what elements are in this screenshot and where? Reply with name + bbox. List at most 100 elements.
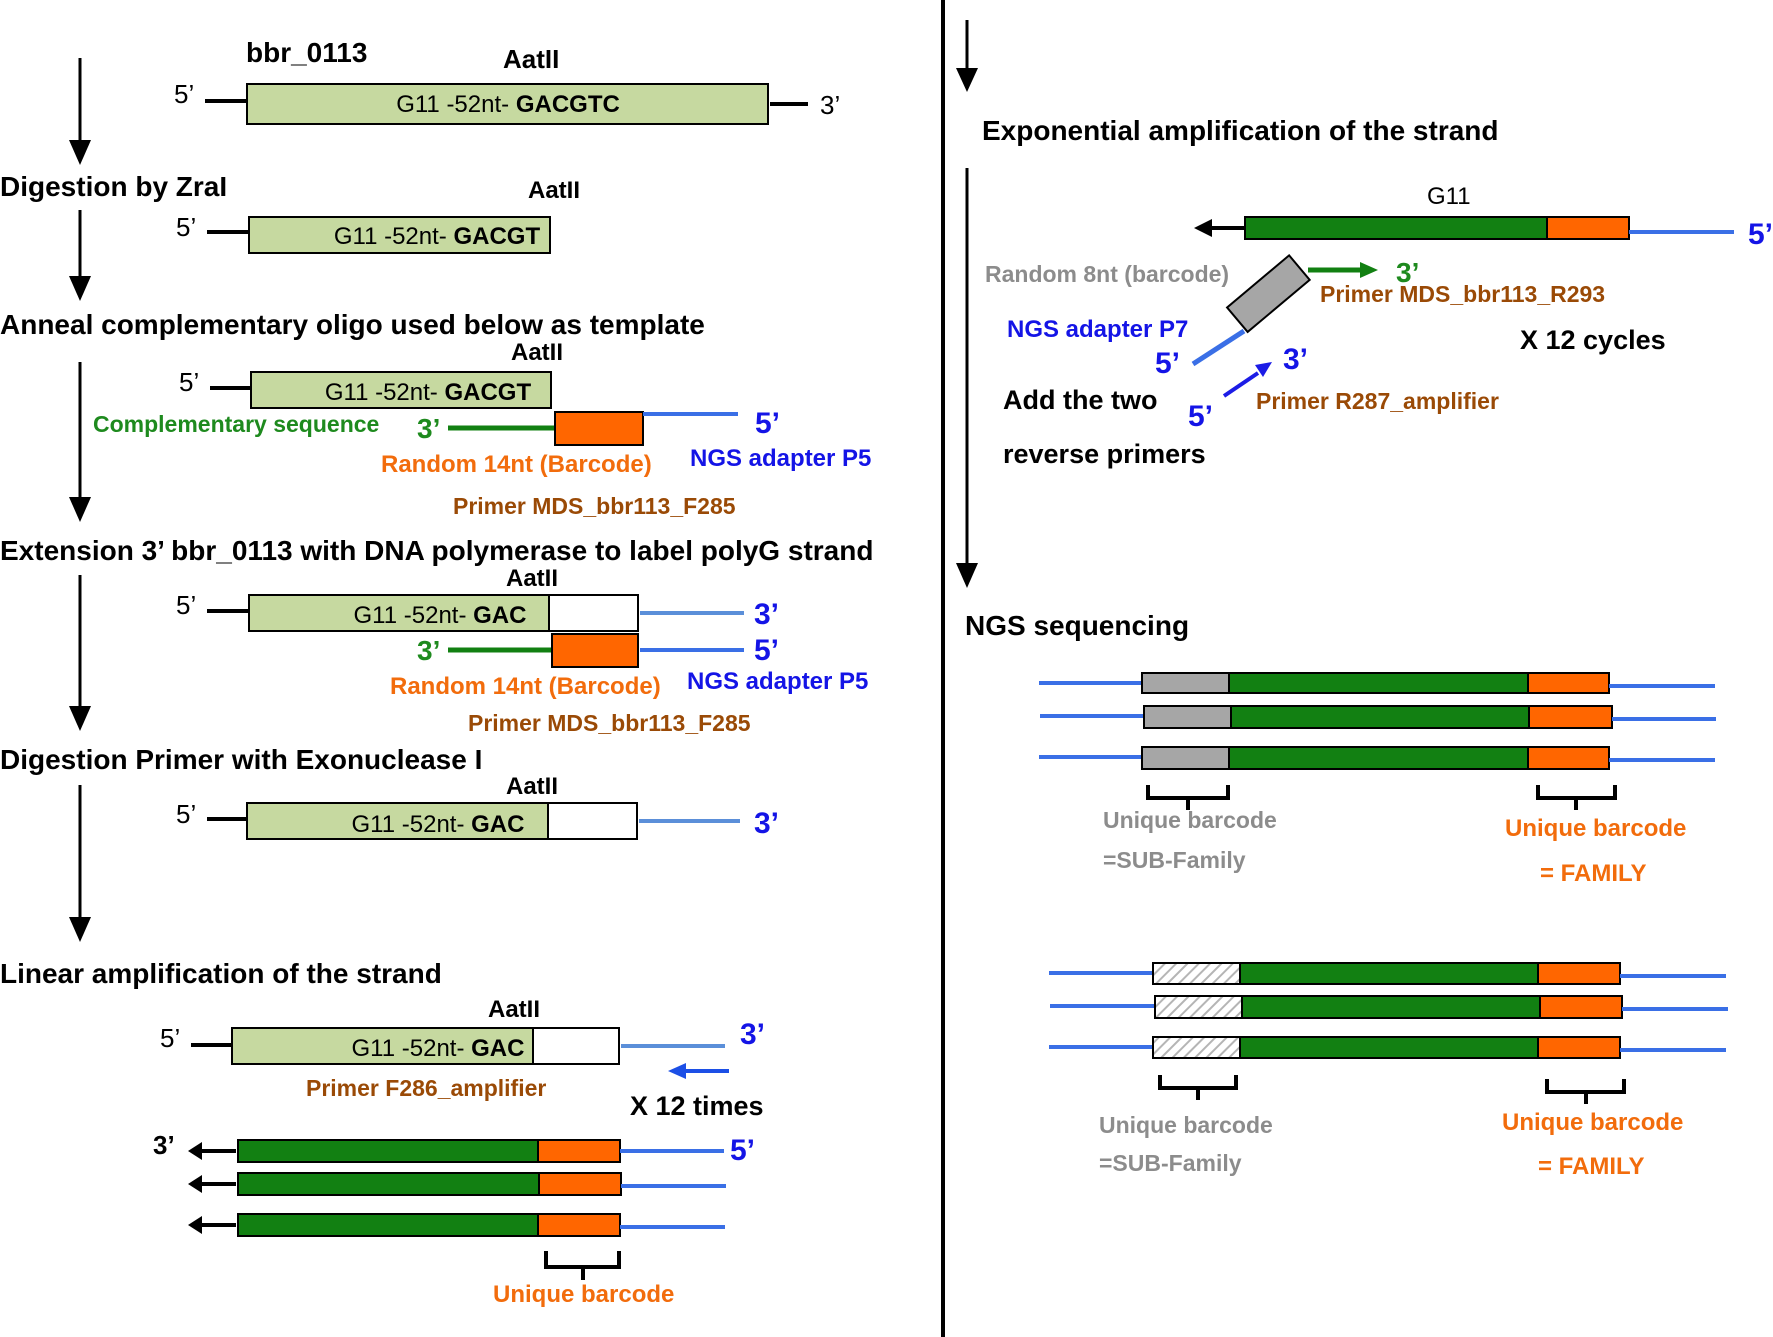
aatii-label-2: AatII: [528, 177, 580, 204]
family-label-2: = FAMILY: [1538, 1153, 1644, 1180]
left-flow-arrows: [69, 58, 91, 942]
read1-grey: [1141, 672, 1230, 694]
read5-green: [1241, 995, 1541, 1019]
product-strand-2: [237, 1172, 540, 1196]
barcode-bracket-left: [544, 1251, 621, 1280]
gene-seq-5: G11 -52nt- GAC: [352, 811, 525, 838]
gene-name: bbr_0113: [246, 37, 367, 68]
family-label-1: = FAMILY: [1540, 860, 1646, 887]
exp-five-prime: 5’: [1748, 218, 1773, 251]
three-prime-ext-2: 3’: [754, 807, 779, 840]
bracket-grey-1: [1146, 785, 1230, 810]
bracket-grey-2: [1158, 1075, 1238, 1100]
step-exo: Digestion Primer with Exonuclease I: [0, 744, 482, 775]
five-prime-5: 5’: [176, 799, 196, 829]
reverse-primer-p7: [1191, 253, 1312, 367]
x12-times-label: X 12 times: [630, 1091, 764, 1121]
read3-orange: [1527, 746, 1610, 770]
three-prime-1: 3’: [820, 90, 840, 120]
gene-seq-2: G11 -52nt- GACGT: [334, 223, 541, 250]
complementary-label: Complementary sequence: [93, 411, 379, 437]
product-strand-1: [237, 1139, 539, 1163]
ngs-p5-label-1: NGS adapter P5: [690, 445, 871, 472]
read6-orange: [1537, 1036, 1621, 1059]
product-strand-3: [237, 1213, 539, 1237]
random14-label-1: Random 14nt (Barcode): [381, 451, 652, 478]
ngs-p5-label-2: NGS adapter P5: [687, 668, 868, 695]
random8-label: Random 8nt (barcode): [985, 261, 1229, 287]
step-extension: Extension 3’ bbr_0113 with DNA polymeras…: [0, 535, 873, 566]
three-prime-3: 3’: [417, 413, 440, 444]
linear-products: 3’ 5’: [153, 1130, 755, 1237]
five-prime-p5-2: 5’: [754, 634, 779, 667]
read4-green: [1239, 962, 1539, 985]
read6-hatched: [1152, 1036, 1241, 1059]
gene-seq-3: G11 -52nt- GACGT: [325, 379, 532, 406]
exp-strand: [1244, 216, 1548, 240]
bracket-orange-1: [1536, 785, 1617, 810]
product-barcode-1: [537, 1139, 621, 1163]
three-prime-ext-3: 3’: [740, 1018, 765, 1051]
sub-family-label-2: =SUB-Family: [1099, 1150, 1242, 1176]
five-prime-product: 5’: [730, 1134, 755, 1167]
unique-barcode-label-left: Unique barcode: [493, 1281, 674, 1308]
three-prime-comp-2: 3’: [417, 635, 440, 666]
gene-box-5: [246, 802, 549, 840]
primer-f285-label-2: Primer MDS_bbr113_F285: [468, 710, 751, 736]
add-primers-line2: reverse primers: [1003, 439, 1206, 469]
five-prime-p5-1: 5’: [755, 407, 780, 440]
read3-grey: [1141, 746, 1230, 770]
three-prime-ext-1: 3’: [754, 598, 779, 631]
primer-r287-label: Primer R287_amplifier: [1256, 388, 1499, 414]
ngs-reads-group-1: [1039, 672, 1716, 770]
five-prime-1: 5’: [174, 79, 194, 109]
primer-f286-arrowhead: [668, 1063, 686, 1079]
extension-box-3: [532, 1027, 620, 1065]
extension-box-1: [548, 594, 639, 632]
extension-box-2: [547, 802, 638, 840]
ub-grey-label-1: Unique barcode: [1103, 807, 1277, 833]
five-prime-3: 5’: [179, 367, 199, 397]
barcode-box-1: [554, 411, 644, 446]
r287-arrowhead: [1255, 362, 1272, 377]
exp-barcode: [1546, 216, 1630, 240]
random14-label-2: Random 14nt (Barcode): [390, 673, 661, 700]
five-prime-6: 5’: [160, 1023, 180, 1053]
grey-barcode-box: [1225, 253, 1312, 334]
gene-box-3: [250, 371, 552, 409]
ub-orange-label-1: Unique barcode: [1505, 815, 1686, 842]
read6-green: [1239, 1036, 1539, 1059]
read4-hatched: [1152, 962, 1241, 985]
primer-f286-label: Primer F286_amplifier: [306, 1075, 546, 1101]
gene-seq-1: G11 -52nt- GACGTC: [396, 91, 620, 118]
step-exponential: Exponential amplification of the strand: [982, 115, 1499, 146]
read1-orange: [1527, 672, 1610, 694]
read2-orange: [1528, 705, 1613, 729]
r293-three-prime: 3’: [1396, 257, 1419, 288]
read3-green: [1228, 746, 1529, 770]
r287-three-prime: 3’: [1283, 343, 1308, 376]
exp-arrowhead: [1194, 219, 1212, 237]
p7-line: [1191, 328, 1246, 367]
right-flow-arrows: [956, 20, 978, 588]
read2-grey: [1143, 705, 1232, 729]
ub-grey-label-2: Unique barcode: [1099, 1112, 1273, 1138]
aatii-label-4: AatII: [506, 565, 558, 592]
gene-box-1: [246, 83, 769, 125]
p7-five-prime: 5’: [1155, 347, 1180, 380]
gene-seq-4: G11 -52nt- GAC: [354, 602, 527, 629]
read2-green: [1230, 705, 1530, 729]
five-prime-2: 5’: [176, 212, 196, 242]
aatii-label-1: AatII: [503, 44, 559, 74]
step-linear: Linear amplification of the strand: [0, 958, 442, 989]
step-anneal: Anneal complementary oligo used below as…: [0, 309, 705, 340]
product-barcode-2: [538, 1172, 622, 1196]
sub-family-label-1: =SUB-Family: [1103, 847, 1246, 873]
x12-cycles-label: X 12 cycles: [1520, 325, 1666, 355]
r287-five-prime: 5’: [1188, 400, 1213, 433]
aatii-label-3: AatII: [511, 339, 563, 366]
g11-label: G11: [1427, 183, 1471, 210]
barcode-box-2: [551, 633, 639, 668]
read5-orange: [1539, 995, 1623, 1019]
three-prime-product: 3’: [153, 1130, 175, 1160]
